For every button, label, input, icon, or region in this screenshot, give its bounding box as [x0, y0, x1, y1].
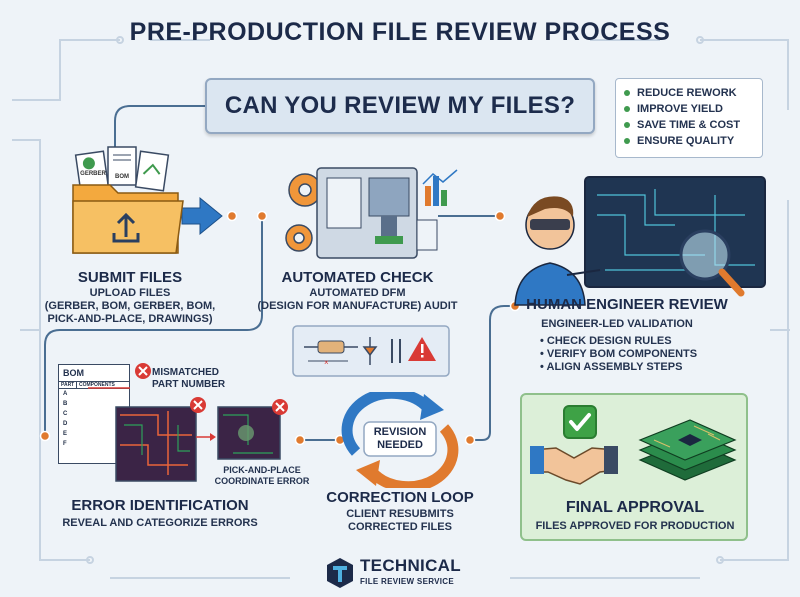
connector-question [114, 105, 205, 150]
bullet-icon [624, 138, 630, 144]
question-banner: CAN YOU REVIEW MY FILES? [205, 78, 595, 134]
checklist-item: • CHECK DESIGN RULES [540, 335, 672, 347]
final-subtitle: FILES APPROVED FOR PRODUCTION [535, 520, 735, 532]
pcb-board [115, 406, 197, 482]
checkmark-icon [563, 405, 597, 439]
doc-label-bom: BOM [115, 174, 129, 180]
page-title: PRE-PRODUCTION FILE REVIEW PROCESS [129, 18, 671, 46]
warning-icon [408, 337, 436, 361]
errors-title: ERROR IDENTIFICATION [71, 497, 249, 514]
capacitor-icon [391, 339, 401, 363]
bullet-icon [624, 90, 630, 96]
handshake-icon [530, 446, 618, 485]
folder-upload-icon [72, 146, 184, 254]
automated-title: AUTOMATED CHECK [281, 269, 434, 286]
errors-subtitle: REVEAL AND CATEGORIZE ERRORS [62, 517, 258, 529]
automated-line: (DESIGN FOR MANUFACTURE) AUDIT [257, 300, 458, 312]
brand-tagline: FILE REVIEW SERVICE [360, 577, 455, 586]
bullet-icon [624, 106, 630, 112]
submit-line: (GERBER, BOM, GERBER, BOM, [44, 300, 216, 312]
svg-text:×: × [324, 358, 329, 367]
dfm-audit-panel: × [292, 325, 450, 377]
chart-icon [422, 169, 458, 206]
correction-line: CLIENT RESUBMITS [346, 508, 454, 520]
submit-title: SUBMIT FILES [77, 269, 183, 286]
connector-human-loop [470, 305, 515, 441]
bullet-icon [624, 122, 630, 128]
goggles-icon [530, 219, 570, 230]
flow-connectors [44, 105, 515, 441]
benefit-item: SAVE TIME & COST [624, 117, 754, 133]
revision-loop-icon [341, 392, 459, 488]
final-title: FINAL APPROVAL [565, 499, 705, 516]
checklist-item: • ALIGN ASSEMBLY STEPS [540, 361, 683, 373]
benefit-item: IMPROVE YIELD [624, 101, 754, 117]
pcb-stack-icon [638, 419, 737, 481]
connector-auto-errors [44, 216, 263, 436]
human-title: HUMAN ENGINEER REVIEW [526, 296, 728, 313]
document-icons [74, 146, 170, 192]
decorative-traces [12, 36, 790, 579]
checklist-item: • VERIFY BOM COMPONENTS [540, 348, 698, 360]
correction-line: CORRECTED FILES [348, 521, 452, 533]
benefits-list: REDUCE REWORK IMPROVE YIELD SAVE TIME & … [615, 78, 763, 158]
revision-badge [363, 421, 437, 457]
resistor-icon: × [304, 340, 358, 367]
engineer-body [514, 262, 586, 306]
brand-name: TECHNICAL [360, 556, 461, 575]
automated-line: AUTOMATED DFM [309, 287, 406, 299]
engineer-illustration [514, 176, 766, 306]
gear-icon [285, 173, 322, 252]
magnifier-icon [679, 229, 731, 281]
human-checklist: • CHECK DESIGN RULES • VERIFY BOM COMPON… [540, 335, 697, 374]
submit-line: PICK-AND-PLACE, DRAWINGS) [47, 313, 213, 325]
submit-line: UPLOAD FILES [89, 287, 171, 299]
connector-nodes [39, 210, 521, 446]
arrow-submit-to-check [181, 196, 223, 236]
upload-icon [112, 212, 140, 243]
automated-machine-illustration [285, 167, 458, 259]
human-subtitle: ENGINEER-LED VALIDATION [541, 318, 693, 330]
benefit-item: ENSURE QUALITY [624, 133, 754, 149]
error-illustration [88, 363, 288, 482]
benefit-item: REDUCE REWORK [624, 85, 754, 101]
correction-title: CORRECTION LOOP [326, 489, 474, 506]
brand-logo-icon [327, 558, 353, 588]
diode-icon [362, 337, 378, 365]
bom-sheet-title: BOM [63, 368, 84, 378]
doc-label-gerber: GERBER [80, 171, 106, 177]
